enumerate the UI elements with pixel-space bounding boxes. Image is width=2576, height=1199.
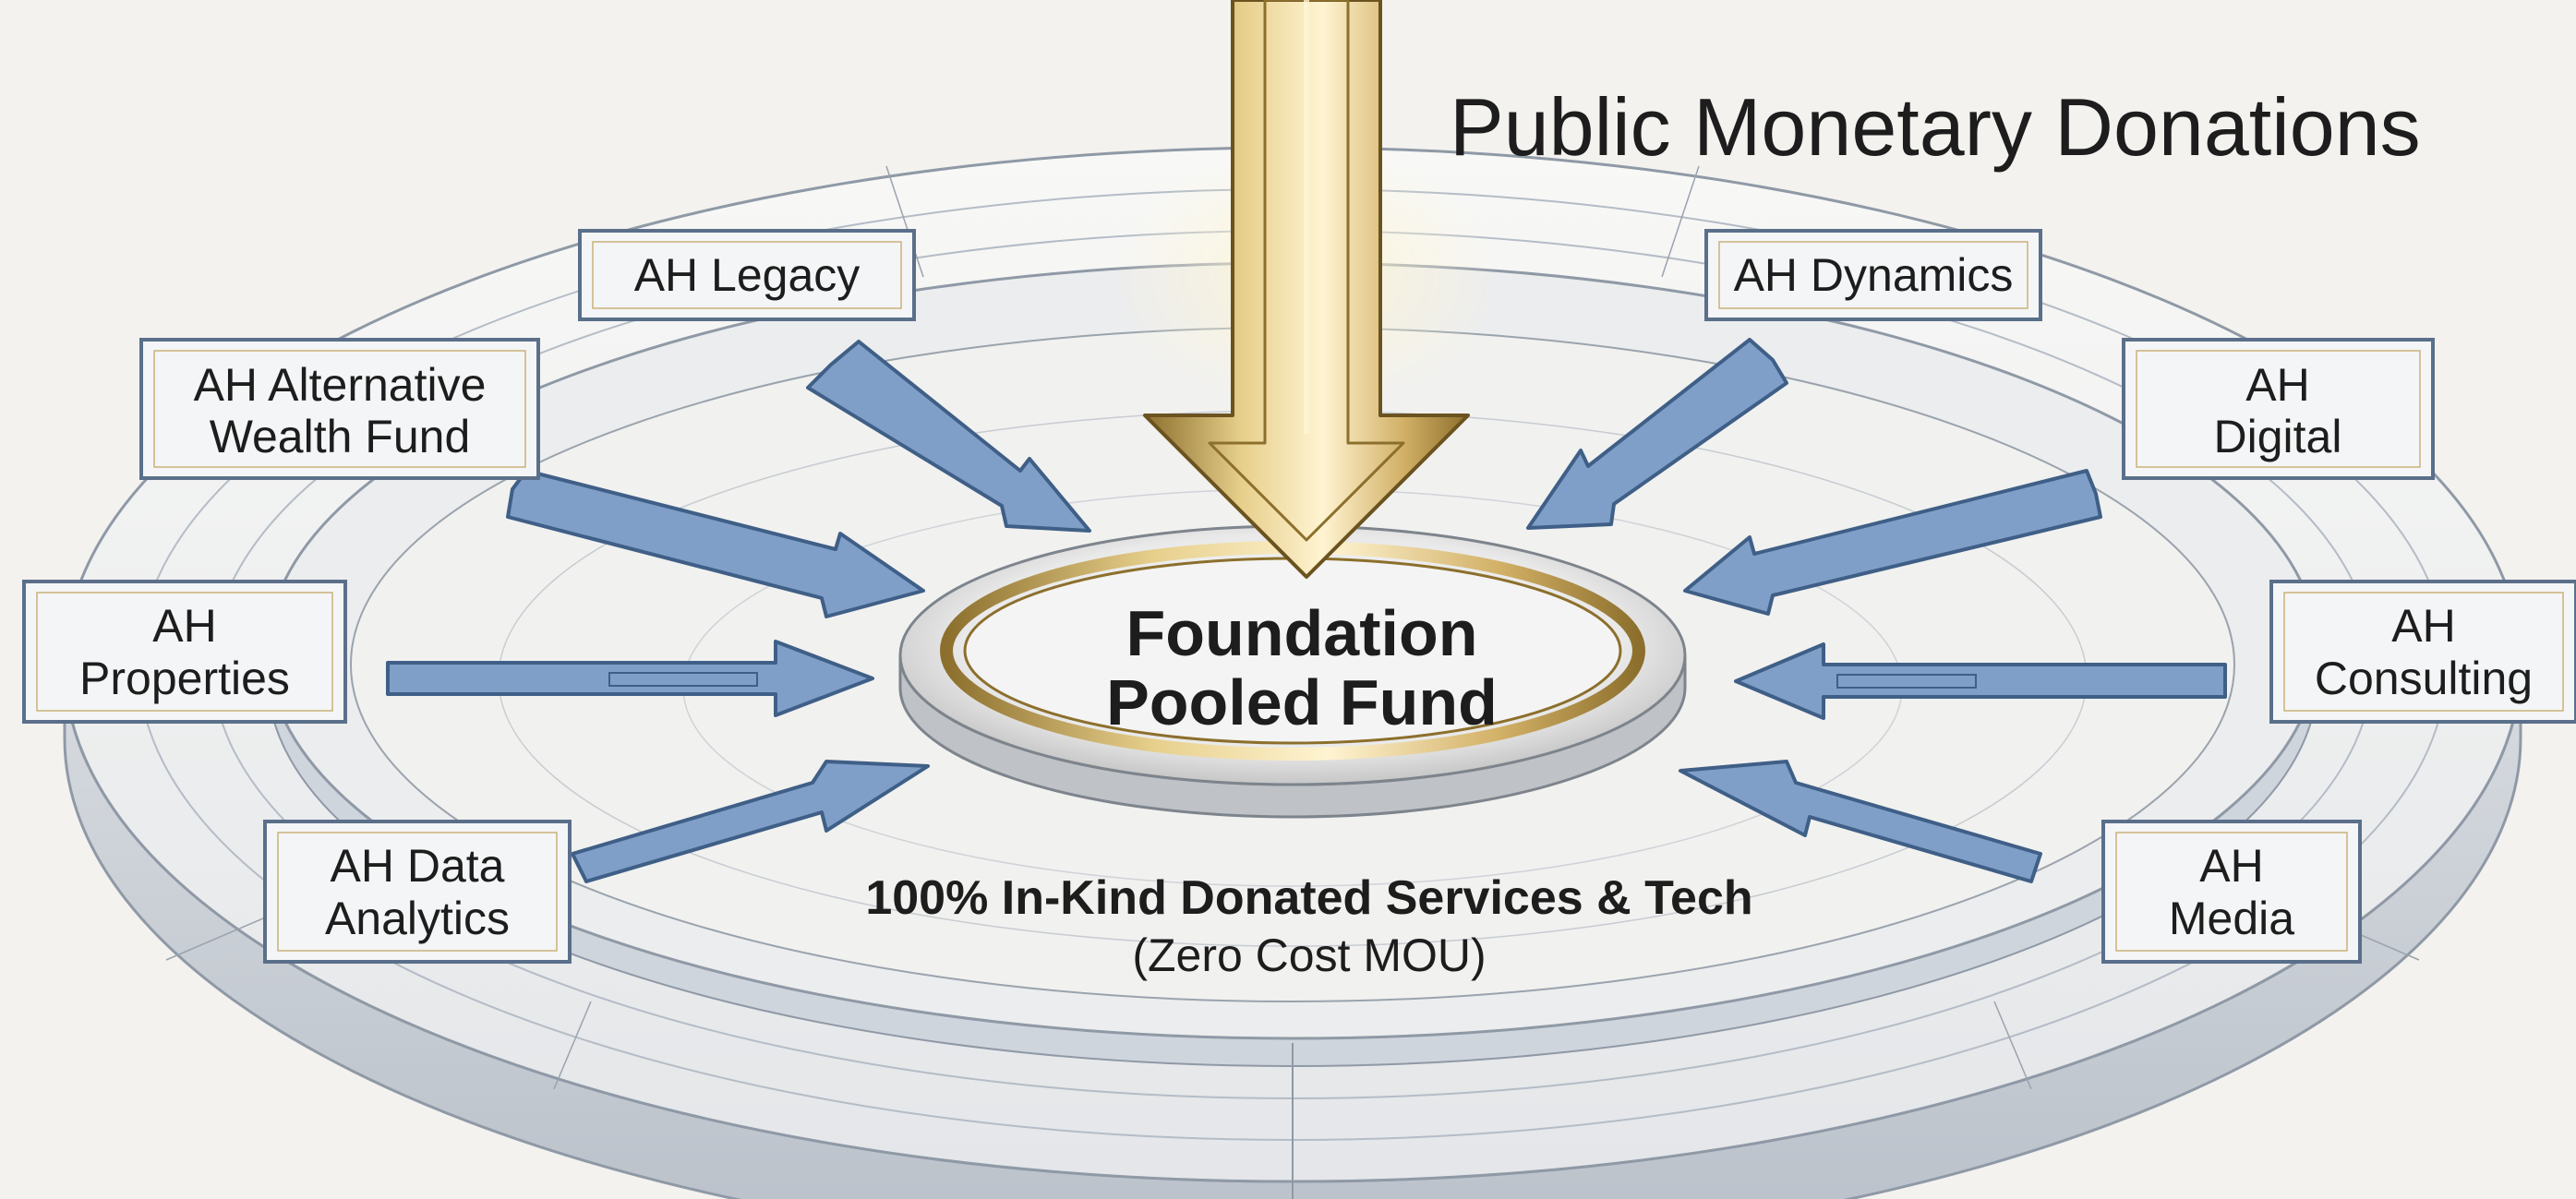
- box-legacy: [578, 229, 916, 321]
- label-ah-consulting-2: Consulting: [2315, 653, 2533, 704]
- center-title-line1: Foundation: [1125, 597, 1477, 669]
- label-ah-data: AH Data: [331, 840, 505, 892]
- label-ah-media-2: Media: [2169, 893, 2294, 944]
- arrow-legacy: [806, 340, 1091, 533]
- arrow-properties: [386, 640, 874, 717]
- box-dynamics: [1704, 229, 2042, 321]
- box-data-analytics: [263, 820, 572, 964]
- public-donations-arrow: [1113, 0, 1500, 579]
- label-wealth-fund: Wealth Fund: [210, 411, 471, 462]
- arrow-digital: [1683, 469, 2102, 616]
- inflow-arrows: [386, 338, 2227, 883]
- label-ah-consulting-1: AH: [2391, 600, 2455, 652]
- heading-public-monetary-donations: Public Monetary Donations: [1450, 81, 2421, 173]
- label-ah-digital-2: Digital: [2214, 411, 2342, 462]
- label-ah-properties-2: Properties: [79, 653, 290, 704]
- arrow-media: [1679, 760, 2042, 883]
- pooled-fund-disc: [898, 524, 1687, 819]
- label-ah-digital-1: AH: [2245, 359, 2309, 411]
- label-ah-properties-1: AH: [152, 600, 216, 652]
- arrow-data-analytics: [571, 760, 930, 883]
- arrow-consulting: [1734, 642, 2227, 720]
- center-title-line2: Pooled Fund: [1106, 666, 1498, 738]
- box-consulting: [2269, 580, 2576, 724]
- label-ah-legacy: AH Legacy: [634, 249, 861, 301]
- inkind-sublabel: (Zero Cost MOU): [1132, 929, 1486, 981]
- label-ah-dynamics: AH Dynamics: [1734, 249, 2014, 301]
- inkind-label: 100% In-Kind Donated Services & Tech: [865, 871, 1752, 925]
- box-alt-wealth: [139, 338, 540, 480]
- label-ah-media-1: AH: [2199, 840, 2263, 892]
- box-properties: [22, 580, 347, 724]
- arrow-dynamics: [1526, 338, 1788, 530]
- box-media: [2101, 820, 2362, 964]
- label-analytics: Analytics: [325, 893, 510, 944]
- label-ah-alternative: AH Alternative: [194, 359, 487, 411]
- box-digital: [2122, 338, 2435, 480]
- arrow-alt-wealth: [506, 469, 925, 618]
